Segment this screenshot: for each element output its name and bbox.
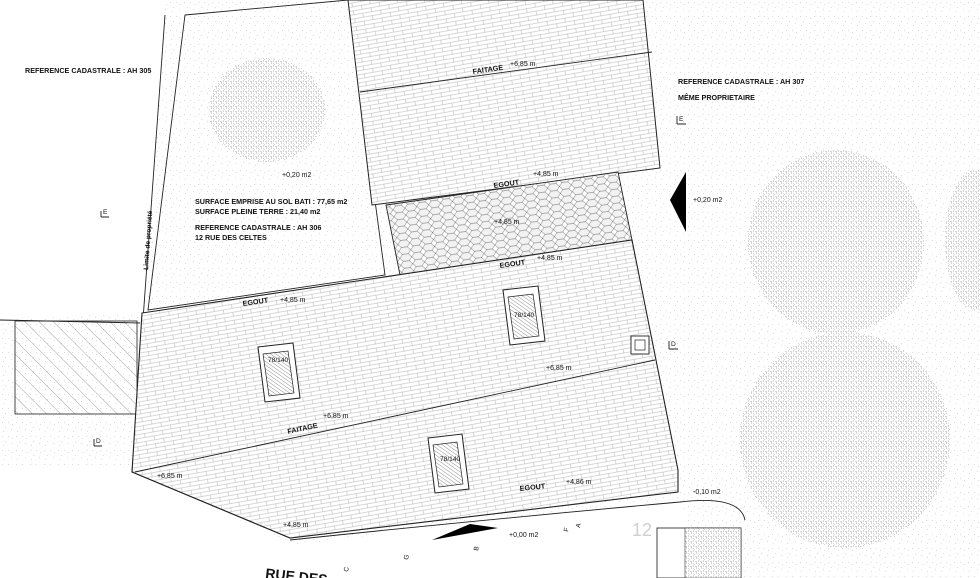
address-label: 12 RUE DES CELTES	[195, 233, 267, 242]
level-garden: +0,20 m2	[282, 172, 311, 179]
tree-edge	[945, 170, 980, 310]
egout-mid-label: EGOUT	[499, 257, 526, 270]
meme-proprietaire-label: MÊME PROPRIETAIRE	[678, 93, 755, 102]
section-mark-b: B	[473, 545, 481, 551]
skylight-2	[502, 285, 546, 346]
chimney-vent	[630, 335, 650, 355]
tree-garden	[209, 58, 325, 162]
skylight-1-label: 78/140	[268, 357, 289, 364]
section-mark-d-left: D	[96, 438, 101, 445]
level-egout-bottom: +4,86 m	[566, 479, 592, 486]
section-mark-e-right: E	[679, 116, 684, 123]
level-faitage-left: +6,85 m	[157, 473, 183, 480]
section-mark-d-right: D	[671, 341, 676, 348]
level-bottom-left: +4,85 m	[283, 522, 309, 529]
skylight-2-label: 78/140	[514, 312, 535, 319]
egout-left-label: EGOUT	[242, 295, 269, 308]
street-area	[135, 470, 700, 578]
ref-ah307-label: REFERENCE CADASTRALE : AH 307	[678, 77, 804, 86]
hatched-annex	[14, 320, 138, 415]
surface-pleine-terre-label: SURFACE PLEINE TERRE : 21,40 m2	[195, 207, 320, 216]
skylight-1	[257, 342, 301, 403]
surface-emprise-label: SURFACE EMPRISE AU SOL BATI : 77,65 m2	[195, 197, 347, 206]
level-faitage-center: +6,85 m	[323, 413, 349, 420]
orientation-arrow-bottom	[432, 524, 498, 540]
property-limit-label: Limite de propriété	[143, 210, 154, 270]
section-mark-a: A	[575, 522, 583, 528]
level-egout-mid: +4,85 m	[537, 255, 563, 262]
neighbour-parcel-ah305	[0, 0, 165, 320]
ridge-line-top	[359, 51, 653, 93]
level-street: +0,00 m2	[509, 532, 538, 539]
level-right-garden: +0,20 m2	[693, 197, 722, 204]
egout-bottom-label: EGOUT	[519, 481, 546, 493]
section-mark-e-left: E	[103, 209, 108, 216]
neighbour-boundary	[0, 319, 141, 324]
level-right-low: -0,10 m2	[693, 489, 721, 496]
section-mark-c: C	[343, 566, 351, 572]
ridge-line-main	[134, 359, 656, 473]
level-courtyard: +4,85 m	[494, 219, 520, 226]
ref-ah306-label: REFERENCE CADASTRALE : AH 306	[195, 223, 321, 232]
house-number-label: 12	[632, 520, 652, 540]
level-egout-top: +4,85 m	[533, 171, 559, 178]
egout-top-label: EGOUT	[493, 177, 520, 190]
street-left-area	[0, 465, 135, 578]
ref-ah305-label: REFERENCE CADASTRALE : AH 305	[25, 66, 151, 75]
tree-right-top	[748, 150, 924, 334]
street-curb	[289, 500, 746, 541]
level-faitage-right: +6,85 m	[546, 365, 572, 372]
hip-line	[131, 471, 291, 539]
section-mark-g: G	[403, 554, 411, 560]
level-egout-left: +4,85 m	[280, 297, 306, 304]
section-mark-f: F	[563, 527, 571, 532]
roof-upper	[347, 0, 661, 206]
level-faitage-top: +6,85 m	[510, 61, 536, 68]
orientation-arrow-right	[670, 172, 686, 232]
tree-right-bottom	[740, 332, 950, 548]
skylight-3	[427, 433, 470, 494]
house-12-garden	[684, 527, 742, 578]
skylight-3-label: 78/140	[440, 456, 461, 463]
faitage-top-label: FAITAGE	[472, 63, 504, 76]
